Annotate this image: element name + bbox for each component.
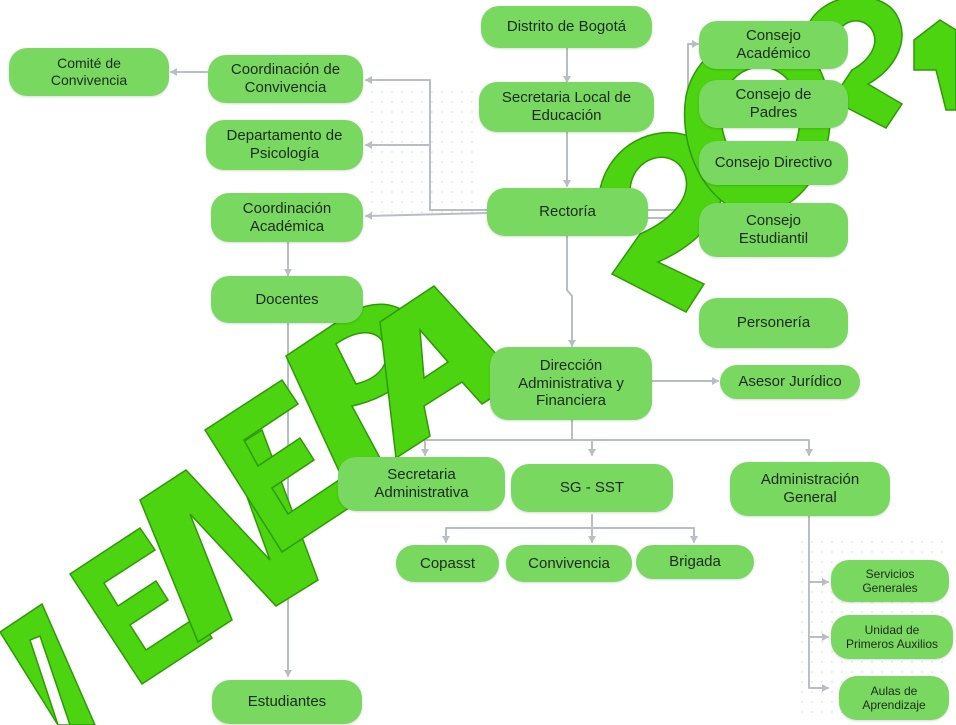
edge-rectoria-direccion — [566, 233, 576, 347]
node-coordinacion-convivencia: Coordinación de Convivencia — [208, 55, 363, 103]
edge-rectoria-consejo-academico — [647, 40, 699, 211]
node-comite-convivencia: Comité de Convivencia — [9, 48, 169, 96]
edge-admin-down — [808, 514, 829, 692]
node-copasst: Copasst — [396, 545, 499, 582]
edge-direccion-sgsst — [571, 439, 596, 456]
node-servicios-generales: Servicios Generales — [831, 560, 949, 602]
node-secretaria-local-educacion: Secretaria Local de Educación — [479, 82, 654, 132]
edge-sgsst-brigada — [591, 527, 698, 543]
node-asesor-juridico: Asesor Jurídico — [720, 365, 860, 399]
edge-rectoria-coordinacion-academica — [365, 211, 488, 220]
node-sg-sst: SG - SST — [511, 464, 673, 512]
edge-direccion-down — [421, 419, 573, 456]
node-estudiantes: Estudiantes — [212, 680, 362, 724]
edge-rectoria-consejo-estudiantil — [647, 217, 699, 234]
watermark-digit-4 — [913, 19, 956, 111]
watermark-letter-n — [139, 428, 319, 644]
node-convivencia: Convivencia — [506, 545, 632, 582]
node-consejo-directivo: Consejo Directivo — [699, 141, 848, 185]
node-coordinacion-academica: Coordinación Académica — [211, 193, 363, 242]
node-rectoria: Rectoría — [487, 188, 648, 236]
watermark-letter-v — [0, 602, 96, 725]
node-consejo-academico: Consejo Académico — [699, 21, 848, 69]
node-aulas-aprendizaje: Aulas de Aprendizaje — [839, 676, 949, 720]
node-consejo-padres: Consejo de Padres — [699, 80, 848, 128]
watermark-letter-e2 — [203, 378, 360, 554]
node-direccion-administrativa: Dirección Administrativa y Financiera — [490, 347, 652, 420]
edge-sgsst-down — [442, 514, 593, 543]
node-departamento-psicologia: Departamento de Psicología — [206, 120, 363, 170]
node-consejo-estudiantil: Consejo Estudiantil — [699, 203, 848, 257]
node-secretaria-administrativa: Secretaria Administrativa — [338, 457, 505, 511]
watermark-letter-e — [68, 526, 214, 686]
node-unidad-primeros-auxilios: Unidad de Primeros Auxilios — [831, 615, 953, 659]
node-personeria: Personería — [699, 298, 848, 348]
node-docentes: Docentes — [211, 276, 363, 323]
watermark-letter-p — [285, 303, 421, 484]
edge-direccion-admin-general — [591, 439, 813, 456]
node-brigada: Brigada — [636, 545, 754, 579]
node-administracion-general: Administración General — [730, 462, 890, 516]
node-distrito-bogota: Distrito de Bogotá — [481, 6, 652, 48]
